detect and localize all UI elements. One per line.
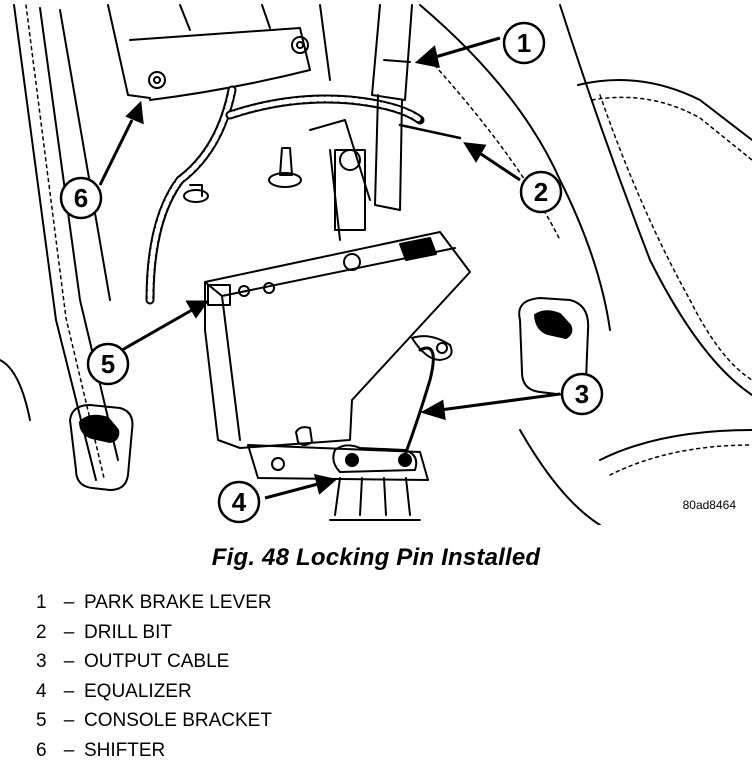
legend-label: EQUALIZER xyxy=(84,680,192,702)
legend-number: 4 xyxy=(36,680,47,702)
svg-text:5: 5 xyxy=(101,349,115,379)
callout-2: 2 xyxy=(519,170,563,214)
svg-text:4: 4 xyxy=(232,487,247,517)
legend-number: 1 xyxy=(36,592,47,613)
figure-reference-code: 80ad8464 xyxy=(683,498,737,512)
legend-item: 1–PARK BRAKE LEVER xyxy=(36,588,272,618)
legend-separator: – xyxy=(63,592,75,613)
locking-pin-illustration: 1 2 3 4 5 6 80ad8464 xyxy=(0,4,752,525)
legend-label: CONSOLE BRACKET xyxy=(84,710,272,731)
callout-arrows xyxy=(98,36,561,500)
console-housing xyxy=(107,4,331,101)
svg-text:1: 1 xyxy=(517,28,531,58)
equalizer xyxy=(247,444,429,521)
legend-item: 5–CONSOLE BRACKET xyxy=(36,706,272,736)
legend-label: OUTPUT CABLE xyxy=(84,651,230,672)
callout-6: 6 xyxy=(59,176,103,220)
legend-label: SHIFTER xyxy=(84,739,166,761)
legend-label: PARK BRAKE LEVER xyxy=(84,592,272,613)
legend-separator: – xyxy=(63,710,75,731)
legend-item: 4–EQUALIZER xyxy=(36,677,272,707)
left-panel-lines xyxy=(0,4,119,481)
legend-list: 1–PARK BRAKE LEVER 2–DRILL BIT 3–OUTPUT … xyxy=(36,588,272,765)
mounting-studs xyxy=(183,147,361,203)
callout-4: 4 xyxy=(217,480,261,524)
drill-bit xyxy=(398,123,462,140)
floor-panel xyxy=(419,4,752,525)
legend-separator: – xyxy=(63,621,75,643)
legend-number: 3 xyxy=(36,651,47,672)
legend-separator: – xyxy=(63,680,75,702)
park-brake-lever xyxy=(309,4,413,241)
callout-5: 5 xyxy=(86,342,130,386)
console-bracket xyxy=(204,231,471,449)
legend-item: 2–DRILL BIT xyxy=(36,618,272,648)
figure-caption: Fig. 48 Locking Pin Installed xyxy=(211,544,541,571)
legend-number: 5 xyxy=(36,710,47,731)
legend-separator: – xyxy=(63,651,75,672)
left-seatbelt-buckle xyxy=(69,404,134,491)
output-cable xyxy=(403,335,453,457)
svg-text:2: 2 xyxy=(534,177,548,207)
svg-text:3: 3 xyxy=(575,379,589,409)
legend-item: 3–OUTPUT CABLE xyxy=(36,647,272,677)
legend-item: 6–SHIFTER xyxy=(36,736,272,766)
legend-separator: – xyxy=(63,739,75,761)
legend-number: 6 xyxy=(36,739,47,761)
callout-3: 3 xyxy=(560,372,604,416)
legend-label: DRILL BIT xyxy=(84,621,172,643)
wire-harness xyxy=(145,85,425,305)
legend-number: 2 xyxy=(36,621,47,643)
callout-1: 1 xyxy=(502,21,546,65)
svg-text:6: 6 xyxy=(74,183,88,213)
